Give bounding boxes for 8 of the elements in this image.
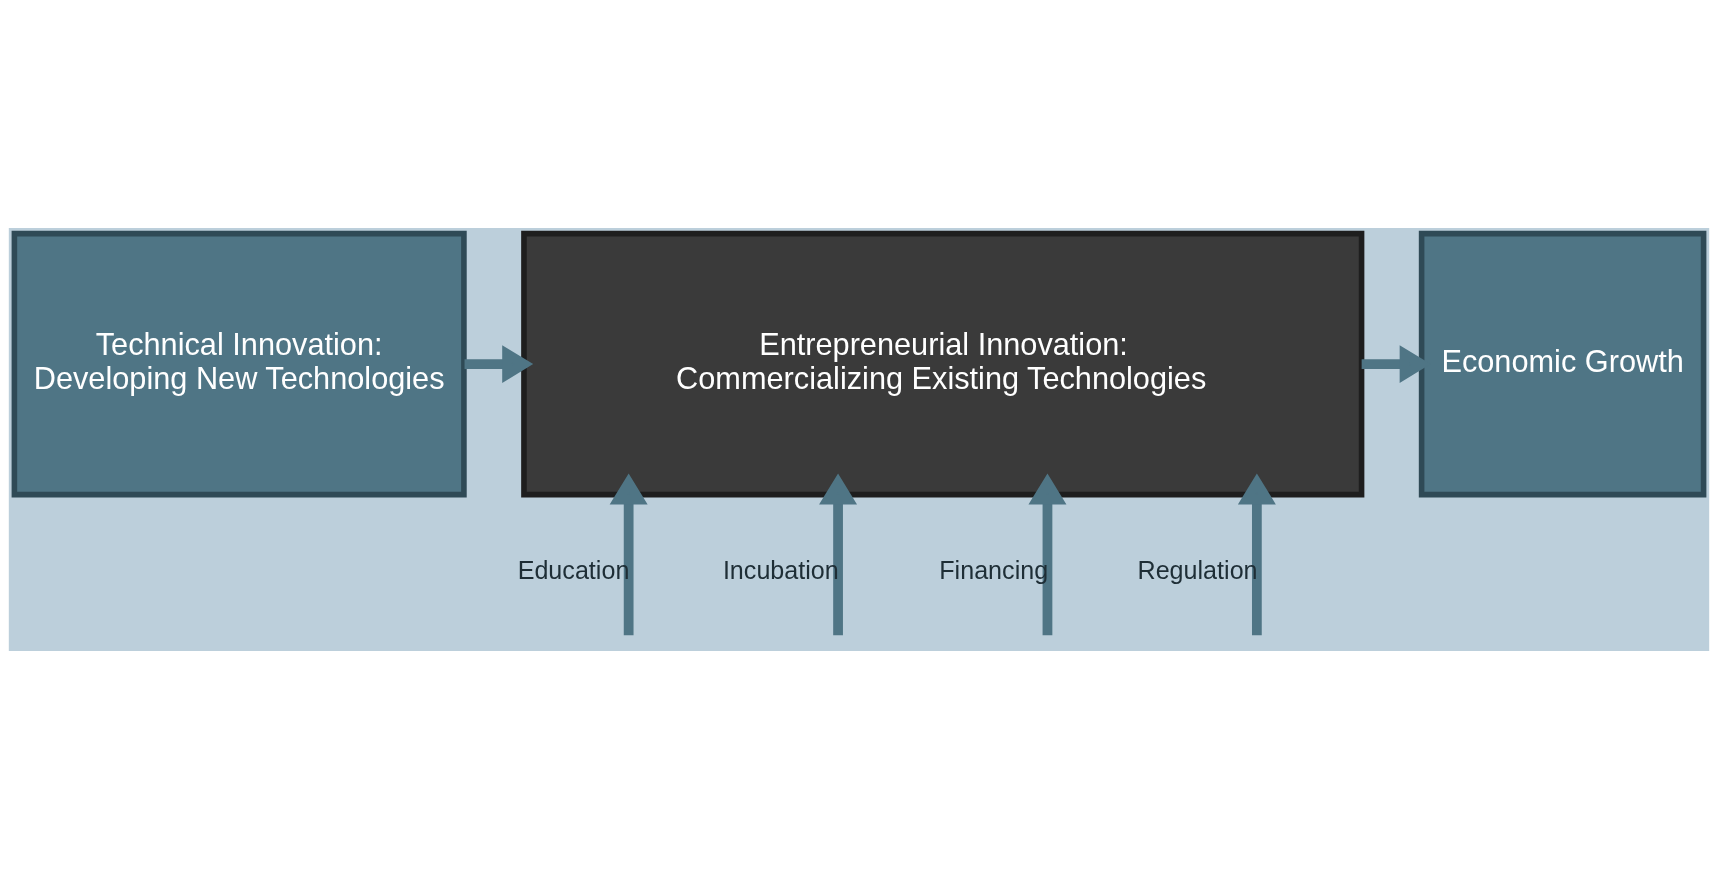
arrow — [464, 345, 534, 384]
arrow — [609, 473, 648, 636]
node-box: Technical Innovation: Developing New Technologies — [11, 230, 467, 498]
arrow — [819, 473, 858, 636]
arrow — [1237, 473, 1276, 636]
node-box: Entrepreneurial Innovation: Commercializing Existing Technologies — [521, 230, 1365, 498]
node-box: Economic Growth — [1418, 230, 1707, 498]
arrow — [1028, 473, 1067, 636]
